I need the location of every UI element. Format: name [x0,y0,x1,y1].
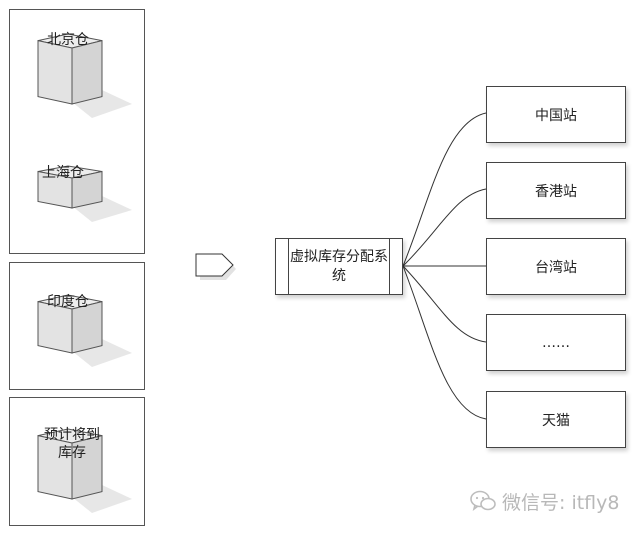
site-box-more: …… [486,314,626,371]
site-label: …… [542,334,570,351]
virtual-inventory-system-box: 虚拟库存分配系统 [275,238,403,295]
flow-arrow [195,253,236,280]
watermark-text: 微信号: itfly8 [502,491,620,514]
site-label: 天猫 [542,412,570,429]
connector-to-china [402,112,487,267]
warehouse-label-india: 印度仓 [47,294,89,310]
connector-to-hongkong [402,188,487,267]
site-box-tmall: 天猫 [486,391,626,448]
site-label: 台湾站 [535,259,577,276]
warehouse-label-beijing: 北京仓 [47,32,89,48]
wechat-icon [470,490,496,511]
site-box-hongkong: 香港站 [486,162,626,219]
panel-domestic-warehouses [9,9,145,254]
site-label: 中国站 [535,107,577,124]
watermark: 微信号: itfly8 [470,487,619,515]
site-box-taiwan: 台湾站 [486,238,626,295]
connector-to-tmall [402,265,487,420]
warehouse-label-incoming: 预计将到库存 [44,427,100,461]
site-box-china: 中国站 [486,86,626,143]
connector-to-more [402,265,487,343]
site-label: 香港站 [535,183,577,200]
virtual-inventory-system-label: 虚拟库存分配系统 [290,249,388,284]
warehouse-label-shanghai: 上海仓 [42,165,84,181]
